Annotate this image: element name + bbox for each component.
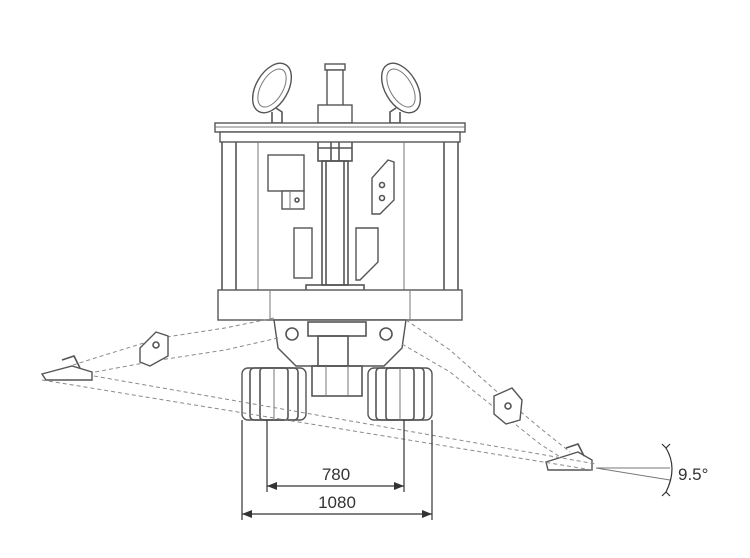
overall-width-label: 1080 <box>318 493 356 512</box>
left-spotlight <box>251 62 293 124</box>
track-gauge-label: 780 <box>322 465 350 484</box>
tilt-reference <box>41 375 673 497</box>
control-box <box>267 154 313 279</box>
right-track <box>367 367 433 421</box>
right-spotlight <box>380 62 422 124</box>
right-bracket <box>355 159 395 281</box>
right-outrigger <box>401 319 593 471</box>
tilt-angle-label: 9.5° <box>678 465 708 484</box>
dimension-lines <box>241 420 433 520</box>
work-platform <box>214 122 466 321</box>
left-outrigger <box>40 317 279 381</box>
chassis <box>273 319 407 397</box>
left-track <box>241 367 307 421</box>
